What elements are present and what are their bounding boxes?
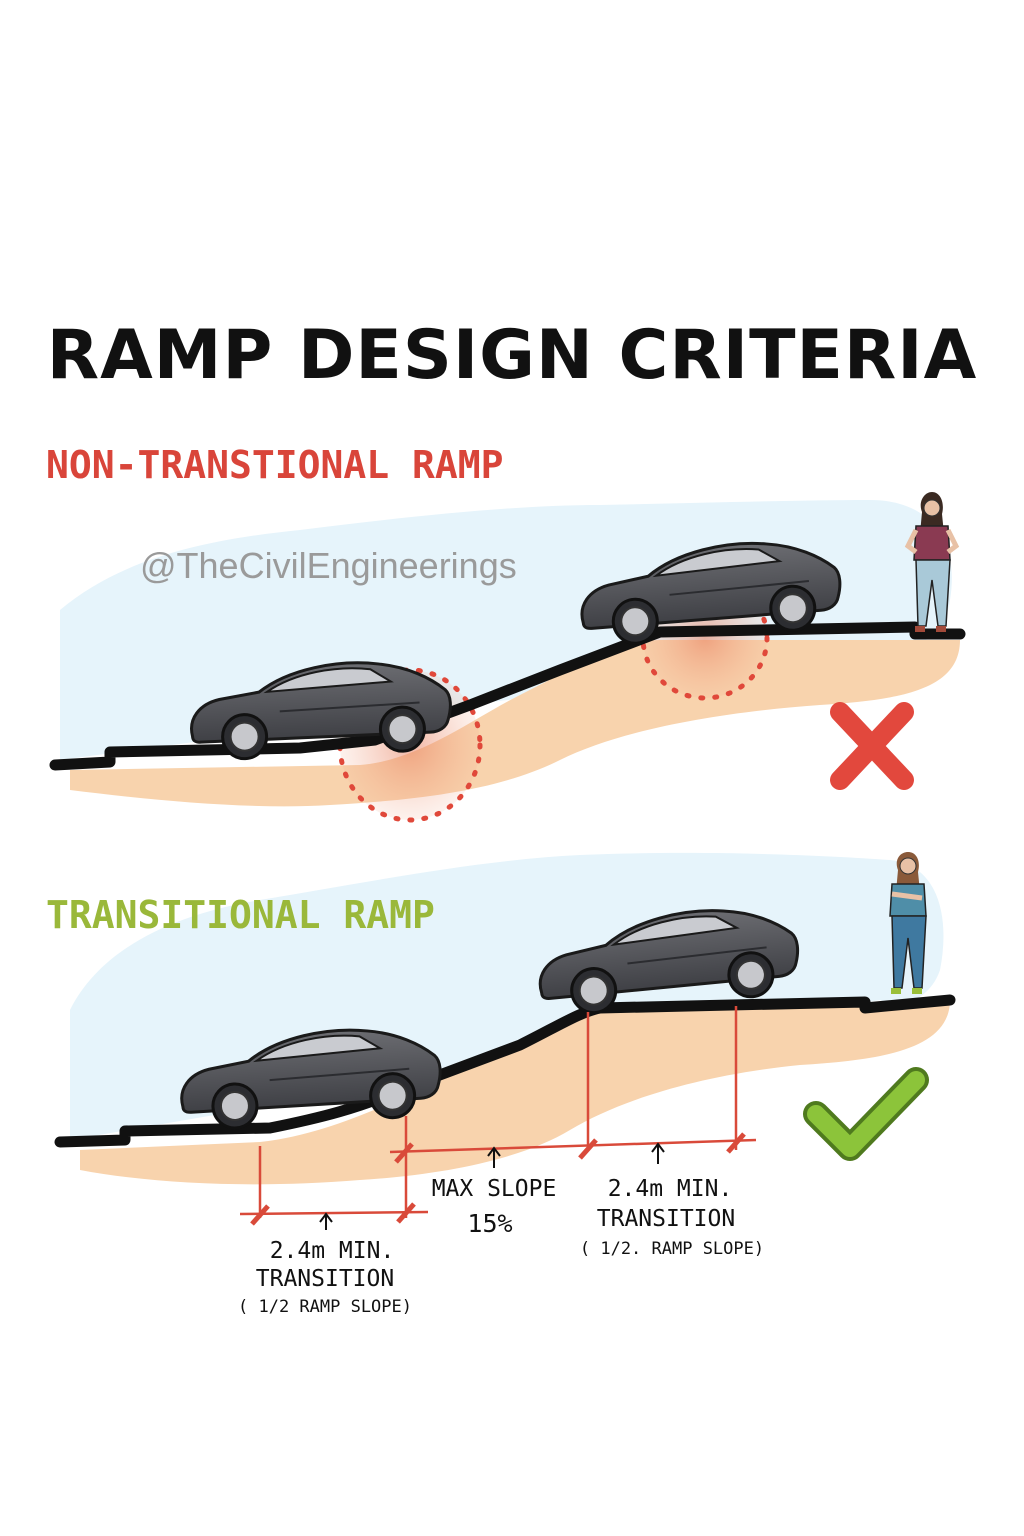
left-transition-length: 2.4m MIN.: [270, 1238, 395, 1264]
max-slope-annotation: MAX SLOPE 15%: [432, 1176, 557, 1238]
right-transition-label: TRANSITION: [597, 1206, 735, 1232]
right-transition-annotation: 2.4m MIN. TRANSITION ( 1/2. RAMP SLOPE): [580, 1176, 764, 1259]
non-transitional-label: NON-TRANSTIONAL RAMP: [46, 443, 504, 487]
max-slope-label: MAX SLOPE: [432, 1176, 557, 1202]
left-transition-label: TRANSITION: [256, 1266, 394, 1292]
right-transition-note: ( 1/2. RAMP SLOPE): [580, 1239, 764, 1259]
page-title: RAMP DESIGN CRITERIA: [47, 316, 977, 395]
left-transition-note: ( 1/2 RAMP SLOPE): [238, 1297, 412, 1317]
annotation-arrows: [319, 1142, 665, 1230]
checkmark-icon: [803, 1067, 929, 1161]
transitional-section: [54, 852, 956, 1230]
left-transition-annotation: 2.4m MIN. TRANSITION ( 1/2 RAMP SLOPE): [238, 1238, 412, 1317]
dimension-lines: [239, 1006, 757, 1226]
soil-fill: [80, 1000, 950, 1185]
max-slope-value: 15%: [467, 1209, 512, 1238]
transitional-label: TRANSITIONAL RAMP: [46, 893, 435, 937]
cross-icon: [830, 702, 914, 790]
watermark: @TheCivilEngineerings: [140, 545, 517, 586]
right-transition-length: 2.4m MIN.: [608, 1176, 733, 1202]
non-transitional-section: [49, 492, 966, 823]
